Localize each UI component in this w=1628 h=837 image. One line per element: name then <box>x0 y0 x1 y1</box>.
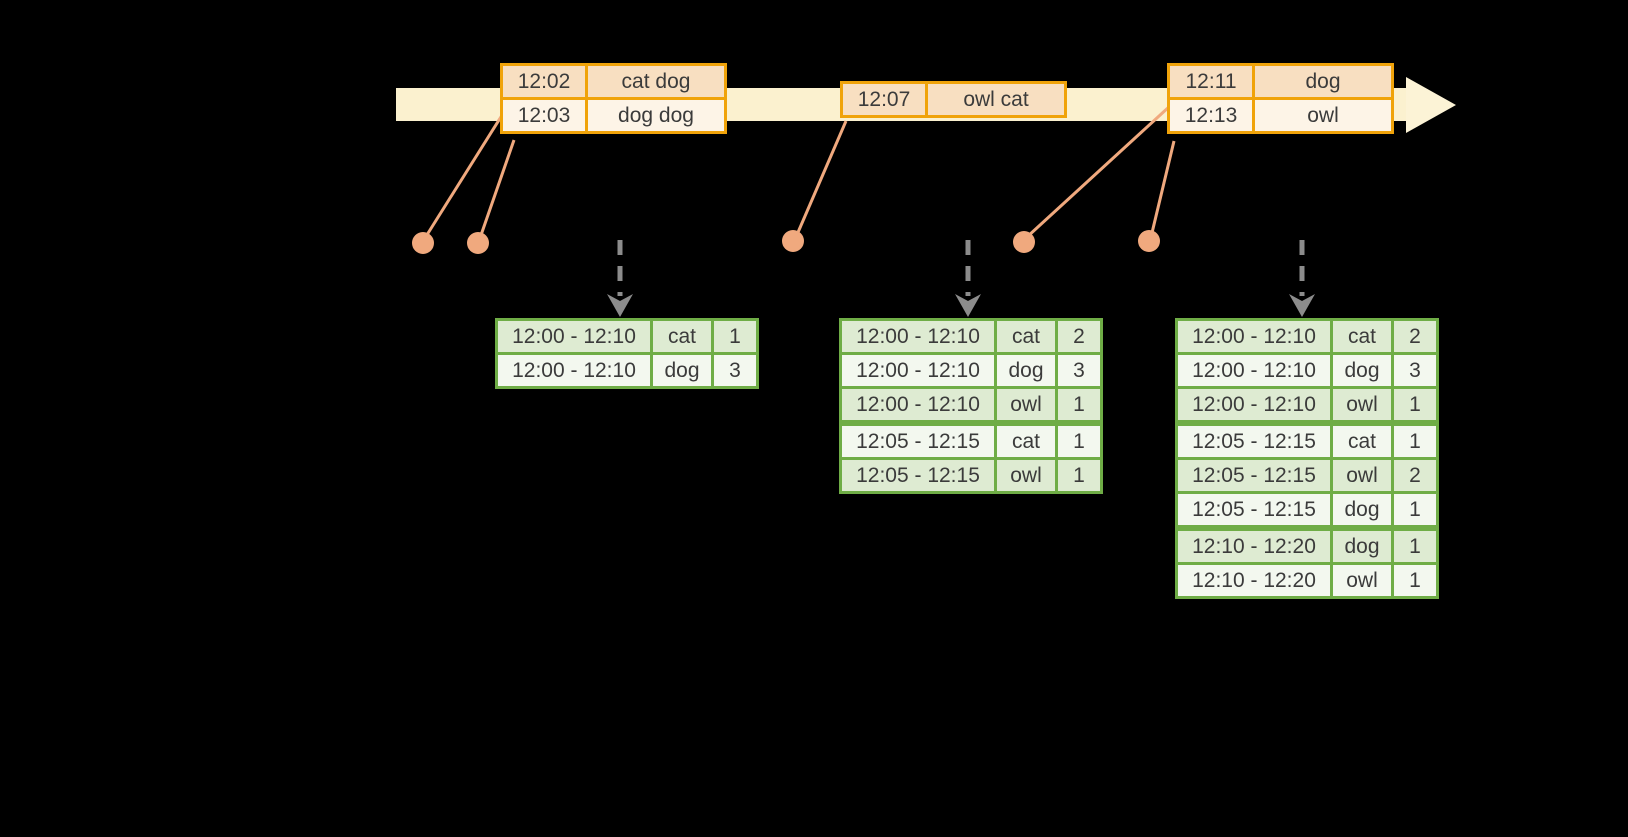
word-cell: owl <box>1330 386 1394 425</box>
event-connector-line <box>794 120 848 238</box>
window-range-cell: 12:00 - 12:10 <box>839 386 997 425</box>
window-range-cell: 12:05 - 12:15 <box>839 420 997 460</box>
window-range-cell: 12:00 - 12:10 <box>839 352 997 389</box>
window-range-cell: 12:00 - 12:10 <box>495 318 653 355</box>
count-cell: 1 <box>1391 420 1439 460</box>
window-range-cell: 12:00 - 12:10 <box>839 318 997 355</box>
trigger-arrow-head-icon <box>607 294 633 317</box>
event-words-cell: dog <box>1252 63 1394 100</box>
event-connector-line <box>423 111 506 239</box>
count-cell: 1 <box>1055 386 1103 425</box>
word-cell: cat <box>1330 420 1394 460</box>
event-time-cell: 12:13 <box>1167 97 1255 134</box>
event-dot <box>782 230 804 252</box>
window-range-cell: 12:00 - 12:10 <box>1175 318 1333 355</box>
event-words-cell: dog dog <box>585 97 727 134</box>
word-cell: dog <box>1330 491 1394 530</box>
trigger-arrow-head-icon <box>1289 294 1315 317</box>
word-cell: owl <box>994 386 1058 425</box>
word-cell: dog <box>1330 352 1394 389</box>
window-range-cell: 12:05 - 12:15 <box>1175 457 1333 494</box>
event-time-cell: 12:11 <box>1167 63 1255 100</box>
window-range-cell: 12:05 - 12:15 <box>1175 420 1333 460</box>
event-time-cell: 12:03 <box>500 97 588 134</box>
count-cell: 1 <box>1391 562 1439 599</box>
word-cell: dog <box>650 352 714 389</box>
event-connector-line <box>478 139 516 239</box>
event-time-cell: 12:07 <box>840 81 928 118</box>
count-cell: 1 <box>1391 525 1439 565</box>
count-cell: 1 <box>1391 386 1439 425</box>
timeline-arrow-head-icon <box>1406 77 1456 133</box>
event-dot <box>467 232 489 254</box>
count-cell: 1 <box>1391 491 1439 530</box>
word-cell: cat <box>994 420 1058 460</box>
word-cell: dog <box>1330 525 1394 565</box>
trigger-arrows <box>607 240 1315 317</box>
count-cell: 3 <box>1055 352 1103 389</box>
event-connector-line <box>1149 140 1176 238</box>
event-time-cell: 12:02 <box>500 63 588 100</box>
trigger-arrow-head-icon <box>955 294 981 317</box>
count-cell: 1 <box>1055 420 1103 460</box>
window-range-cell: 12:05 - 12:15 <box>839 457 997 494</box>
window-range-cell: 12:00 - 12:10 <box>1175 352 1333 389</box>
count-cell: 3 <box>711 352 759 389</box>
count-cell: 2 <box>1055 318 1103 355</box>
window-range-cell: 12:05 - 12:15 <box>1175 491 1333 530</box>
window-range-cell: 12:00 - 12:10 <box>1175 386 1333 425</box>
word-cell: dog <box>994 352 1058 389</box>
count-cell: 1 <box>711 318 759 355</box>
word-cell: cat <box>994 318 1058 355</box>
event-dot <box>412 232 434 254</box>
event-words-cell: owl cat <box>925 81 1067 118</box>
count-cell: 2 <box>1391 318 1439 355</box>
event-connector-line <box>1025 104 1172 239</box>
word-cell: owl <box>994 457 1058 494</box>
count-cell: 3 <box>1391 352 1439 389</box>
word-cell: cat <box>1330 318 1394 355</box>
word-cell: owl <box>1330 562 1394 599</box>
event-dots <box>412 230 1160 254</box>
event-words-cell: owl <box>1252 97 1394 134</box>
window-range-cell: 12:00 - 12:10 <box>495 352 653 389</box>
word-cell: cat <box>650 318 714 355</box>
event-words-cell: cat dog <box>585 63 727 100</box>
count-cell: 1 <box>1055 457 1103 494</box>
count-cell: 2 <box>1391 457 1439 494</box>
window-range-cell: 12:10 - 12:20 <box>1175 525 1333 565</box>
word-cell: owl <box>1330 457 1394 494</box>
window-range-cell: 12:10 - 12:20 <box>1175 562 1333 599</box>
event-dot <box>1013 231 1035 253</box>
event-dot <box>1138 230 1160 252</box>
